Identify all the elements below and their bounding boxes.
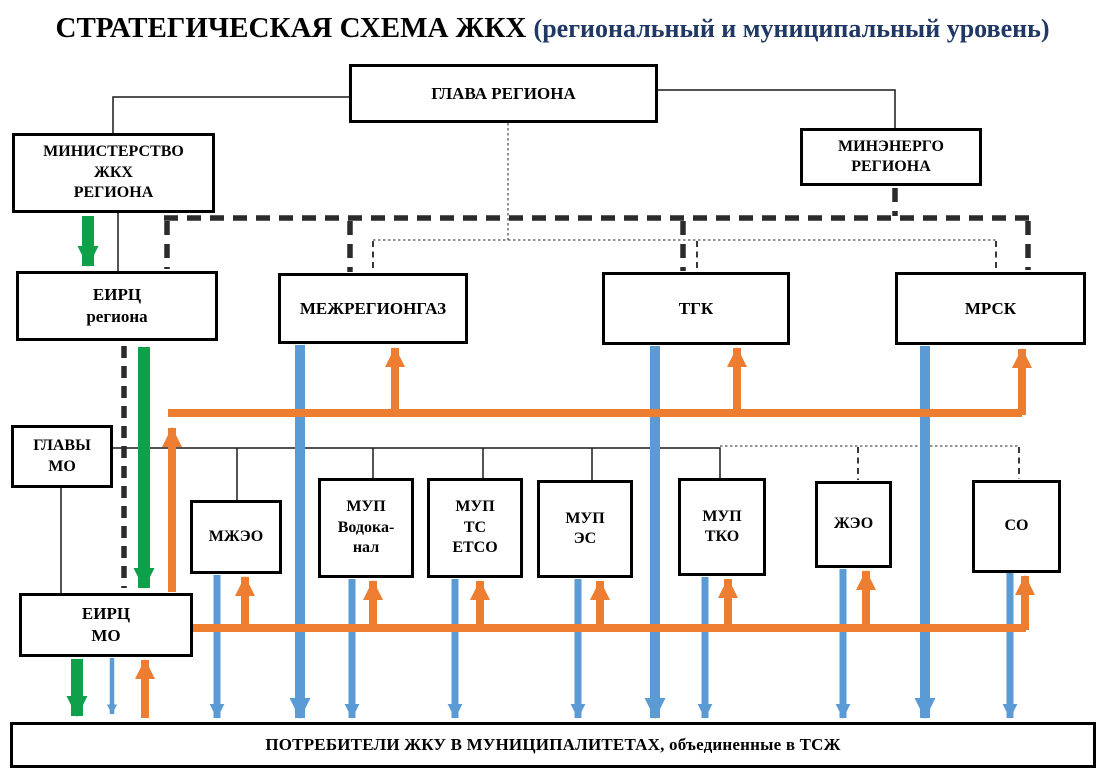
node-label: нал bbox=[352, 539, 380, 557]
node-label: ТГК bbox=[678, 298, 714, 318]
node-label: ПОТРЕБИТЕЛИ ЖКУ В МУНИЦИПАЛИТЕТАХ, объед… bbox=[265, 735, 841, 755]
node-label: МИНЭНЕРГО bbox=[838, 137, 944, 155]
node-minenergo-regiona: МИНЭНЕРГО РЕГИОНА bbox=[800, 128, 982, 186]
node-label: МУП bbox=[455, 498, 495, 516]
node-label: МУП bbox=[565, 509, 605, 527]
node-label: ЖКХ bbox=[94, 163, 133, 181]
node-label: МУП bbox=[702, 507, 742, 525]
node-label: Водока- bbox=[337, 518, 395, 536]
node-label: ЖЭО bbox=[833, 515, 874, 533]
node-mzheo: МЖЭО bbox=[190, 500, 282, 574]
node-consumers: ПОТРЕБИТЕЛИ ЖКУ В МУНИЦИПАЛИТЕТАХ, объед… bbox=[10, 722, 1096, 768]
node-label: ГЛАВЫ bbox=[33, 437, 91, 455]
line-glava-to-minzhkh bbox=[112, 96, 349, 133]
node-min-zhkh-regiona: МИНИСТЕРСТВО ЖКХ РЕГИОНА bbox=[12, 133, 215, 213]
node-label: МЖЭО bbox=[208, 527, 264, 545]
solid-hierarchy-lines bbox=[60, 89, 896, 593]
node-label: ЕИРЦ bbox=[81, 604, 131, 624]
orange-arrows bbox=[135, 347, 1035, 718]
node-label: ЭС bbox=[573, 530, 597, 547]
node-label: ЕИРЦ bbox=[92, 285, 142, 305]
green-arrows bbox=[66, 216, 155, 718]
line-glava-to-minenergo bbox=[658, 89, 896, 128]
node-label: региона bbox=[86, 307, 148, 326]
node-glava-regiona: ГЛАВА РЕГИОНА bbox=[349, 64, 658, 123]
node-mezhregiongaz: МЕЖРЕГИОНГАЗ bbox=[278, 273, 468, 344]
node-mup-tko: МУП ТКО bbox=[678, 478, 766, 576]
dotted-links bbox=[372, 123, 1020, 480]
node-label: РЕГИОНА bbox=[73, 184, 154, 202]
node-label: СО bbox=[1004, 517, 1029, 535]
node-label: ТКО bbox=[704, 528, 740, 545]
node-label: МРСК bbox=[964, 298, 1017, 318]
node-label: МЕЖРЕГИОНГАЗ bbox=[299, 298, 447, 318]
node-mup-ts-etso: МУП ТС ЕТСО bbox=[427, 478, 523, 578]
node-label: МИНИСТЕРСТВО bbox=[43, 143, 184, 161]
title-sub: (региональный и муниципальный уровень) bbox=[533, 14, 1050, 43]
node-mrsk: МРСК bbox=[895, 272, 1086, 345]
node-mup-es: МУП ЭС bbox=[537, 480, 633, 578]
node-label: РЕГИОНА bbox=[851, 158, 931, 175]
node-label: МО bbox=[48, 457, 76, 475]
blue-arrows bbox=[107, 345, 1018, 720]
title-main: СТРАТЕГИЧЕСКАЯ СХЕМА ЖКХ bbox=[55, 12, 534, 44]
node-so: СО bbox=[972, 480, 1061, 573]
line-glavymo-bus bbox=[113, 447, 721, 478]
node-label: МО bbox=[91, 626, 121, 645]
node-label: ЕТСО bbox=[452, 539, 498, 557]
node-label: ТС bbox=[463, 518, 487, 536]
node-eirc-regiona: ЕИРЦ региона bbox=[16, 271, 218, 341]
node-zheo: ЖЭО bbox=[815, 481, 892, 568]
node-label: ГЛАВА РЕГИОНА bbox=[431, 83, 576, 103]
node-glavy-mo: ГЛАВЫ МО bbox=[11, 425, 113, 488]
thick-dashed-bus bbox=[121, 188, 1031, 588]
node-mup-vodokanal: МУП Водока-нал bbox=[318, 478, 414, 578]
node-tgk: ТГК bbox=[602, 272, 790, 345]
page-title: СТРАТЕГИЧЕСКАЯ СХЕМА ЖКХ (региональный и… bbox=[0, 12, 1105, 45]
node-eirc-mo: ЕИРЦ МО bbox=[19, 593, 193, 657]
node-label: МУП bbox=[346, 498, 386, 516]
